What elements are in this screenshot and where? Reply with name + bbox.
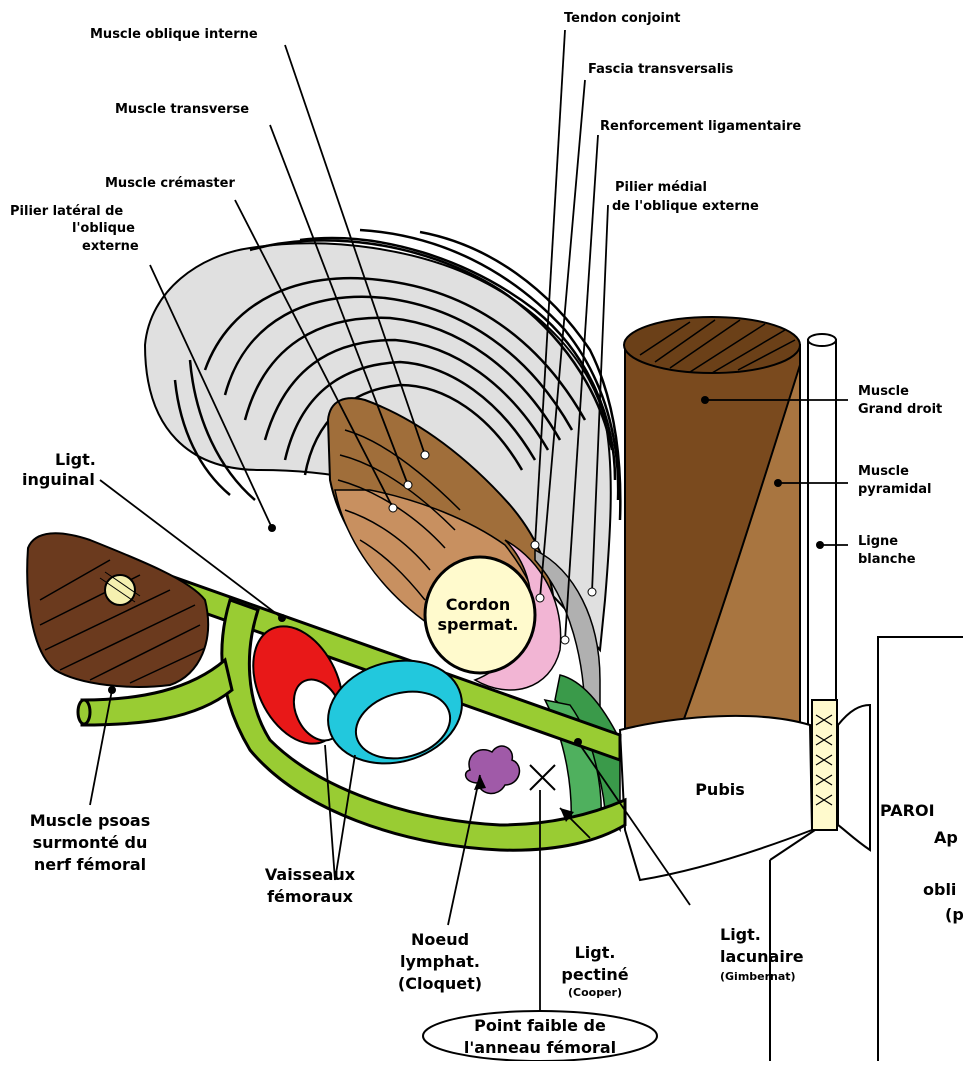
label-lacunaire-2: lacunaire [720,947,804,966]
label-fascia-transversalis: Fascia transversalis [588,62,734,77]
label-lacunaire-1: Ligt. [720,925,761,944]
pubis-right [838,705,870,850]
label-renforcement: Renforcement ligamentaire [600,119,801,134]
label-paroi-3: obli [923,880,956,899]
label-pilier-medial-1: Pilier médial [615,180,707,195]
label-grand-droit-2: Grand droit [858,402,942,417]
cord-label-2: spermat. [438,615,519,634]
label-paroi-4: (p [945,905,963,924]
label-point-faible-2: l'anneau fémoral [464,1038,616,1057]
label-vaisseaux-1: Vaisseaux [265,865,356,884]
label-grand-droit-1: Muscle [858,384,909,399]
linea-alba-top [808,334,836,346]
label-pilier-medial-2: de l'oblique externe [612,199,759,214]
label-pilier-lateral-2: l'oblique [72,221,135,236]
label-point-faible-1: Point faible de [474,1016,606,1035]
label-ligt-inguinal-1: Ligt. [55,450,96,469]
label-pectine-3: (Cooper) [568,986,622,999]
label-cremaster: Muscle crémaster [105,176,235,191]
label-ligne-blanche-2: blanche [858,552,916,567]
label-lacunaire-3: (Gimbernat) [720,970,796,983]
label-psoas-2: surmonté du [33,833,148,852]
label-psoas-3: nerf fémoral [34,855,146,874]
label-pectine-2: pectiné [561,965,628,984]
lower-band-end [78,700,90,724]
label-psoas-1: Muscle psoas [30,811,151,830]
label-pyramidal-2: pyramidal [858,482,932,497]
label-pilier-lateral-3: externe [82,239,139,254]
lymph-node [466,746,520,793]
label-pectine-1: Ligt. [575,943,616,962]
label-vaisseaux-2: fémoraux [267,887,354,906]
psoas-muscle [27,533,208,687]
label-ligt-inguinal-2: inguinal [22,470,95,489]
label-paroi-1: PAROI [880,801,935,820]
label-pyramidal-1: Muscle [858,464,909,479]
paroi-box [878,637,963,1061]
cord-label-1: Cordon [446,595,510,614]
pubis-label: Pubis [695,780,745,799]
label-noeud-3: (Cloquet) [398,974,482,993]
label-paroi-2: Ap [934,828,958,847]
rectus-top-ellipse [624,317,800,373]
label-pilier-lateral-1: Pilier latéral de [10,204,123,219]
label-oblique-interne: Muscle oblique interne [90,27,258,42]
weak-point-cross [530,765,555,790]
label-noeud-1: Noeud [411,930,469,949]
label-noeud-2: lymphat. [400,952,480,971]
label-ligne-blanche-1: Ligne [858,534,898,549]
label-muscle-transverse: Muscle transverse [115,102,249,117]
label-tendon-conjoint: Tendon conjoint [564,11,680,26]
